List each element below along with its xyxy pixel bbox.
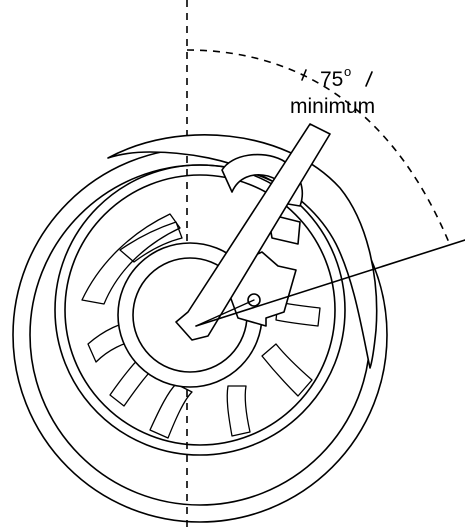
wheel-spokes (81, 213, 321, 439)
angle-qualifier: minimum (290, 95, 375, 118)
spoke (119, 221, 183, 263)
angle-degree-mark: o (344, 64, 351, 79)
arc-tick-right (365, 71, 373, 87)
rim (54, 164, 346, 456)
angle-label: 75 o minimum (290, 64, 375, 118)
spoke (226, 385, 251, 437)
spoke (81, 213, 181, 305)
fork-angle-line (195, 239, 465, 327)
fork-axle-line (195, 299, 255, 327)
rim-outer (54, 164, 346, 456)
angle-arc (186, 49, 451, 246)
arc-tick-left (301, 69, 307, 81)
fork-tube (175, 123, 331, 341)
rim-inner (64, 174, 336, 446)
angle-value: 75 (320, 68, 343, 91)
spoke (149, 383, 193, 439)
spoke (261, 343, 313, 397)
